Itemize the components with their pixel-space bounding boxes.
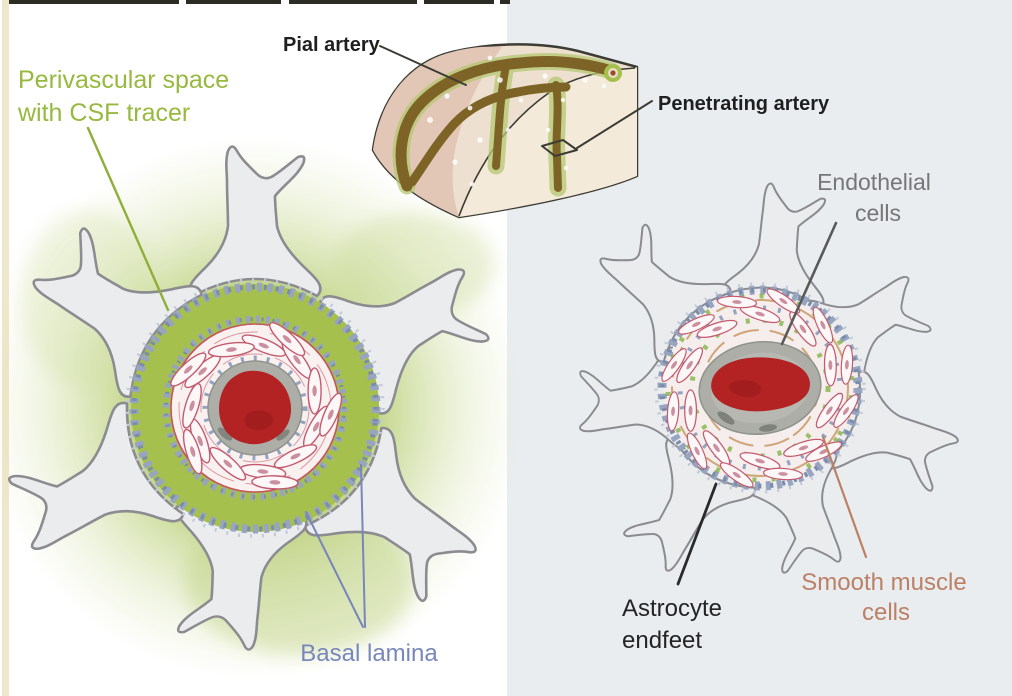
right-vessel-cross-section (570, 177, 971, 589)
perivascular-space-label: Perivascular space (18, 66, 229, 94)
smooth-muscle-leader-line (821, 435, 868, 559)
pial-artery-label: Pial artery (283, 34, 381, 56)
penetrating-artery-left (492, 62, 510, 170)
labels: Perivascular space with CSF tracer Pial … (17, 34, 967, 667)
left-outer-basal-lamina (125, 278, 385, 538)
astrocyte-leader-line (676, 482, 718, 586)
lumen-shading (729, 380, 762, 398)
left-vessel-cross-section (0, 145, 507, 657)
astrocyte-endfeet-label-line2: endfeet (622, 627, 702, 654)
endothelial-nucleus (759, 424, 777, 432)
artery-cut-end (604, 64, 622, 82)
penetrating-artery-right (552, 81, 562, 192)
block-front-face (459, 67, 637, 217)
endothelial-cells-label: Endothelial (817, 169, 931, 195)
pial-artery-network (395, 55, 617, 192)
basal-lamina-leader-line-2 (305, 511, 364, 628)
pial-artery-branch (407, 82, 571, 187)
leader-lines (86, 45, 868, 628)
penetrating-leader-line (576, 100, 653, 149)
basal-lamina-label: Basal lamina (300, 640, 438, 667)
perivascular-leader-line (86, 126, 170, 312)
basal-lamina-leader-line-1 (360, 464, 366, 628)
endothelial-leader-line (780, 221, 838, 346)
smooth-muscle-label-line2: cells (862, 599, 910, 626)
left-inner-basal-lamina (162, 315, 348, 501)
left-vessel-lumen (219, 370, 292, 445)
left-endothelium-speckle (202, 355, 308, 461)
section-plane-marker (541, 139, 578, 157)
brain-tissue-block (371, 43, 639, 219)
right-vessel-lumen (711, 357, 810, 412)
lumen-shading (244, 410, 274, 430)
endothelial-nucleus (217, 427, 233, 441)
endothelial-cells-label-line2: cells (855, 200, 901, 226)
tissue-speckles (427, 55, 607, 187)
penetrating-artery-label: Penetrating artery (658, 93, 830, 115)
endothelial-nucleus (276, 429, 290, 441)
pial-leader-line (379, 45, 467, 86)
perivascular-space-label-line2: with CSF tracer (17, 99, 190, 127)
smooth-muscle-label: Smooth muscle (801, 569, 966, 596)
astrocyte-endfeet-label: Astrocyte (622, 595, 722, 622)
endothelial-nucleus (717, 411, 735, 425)
